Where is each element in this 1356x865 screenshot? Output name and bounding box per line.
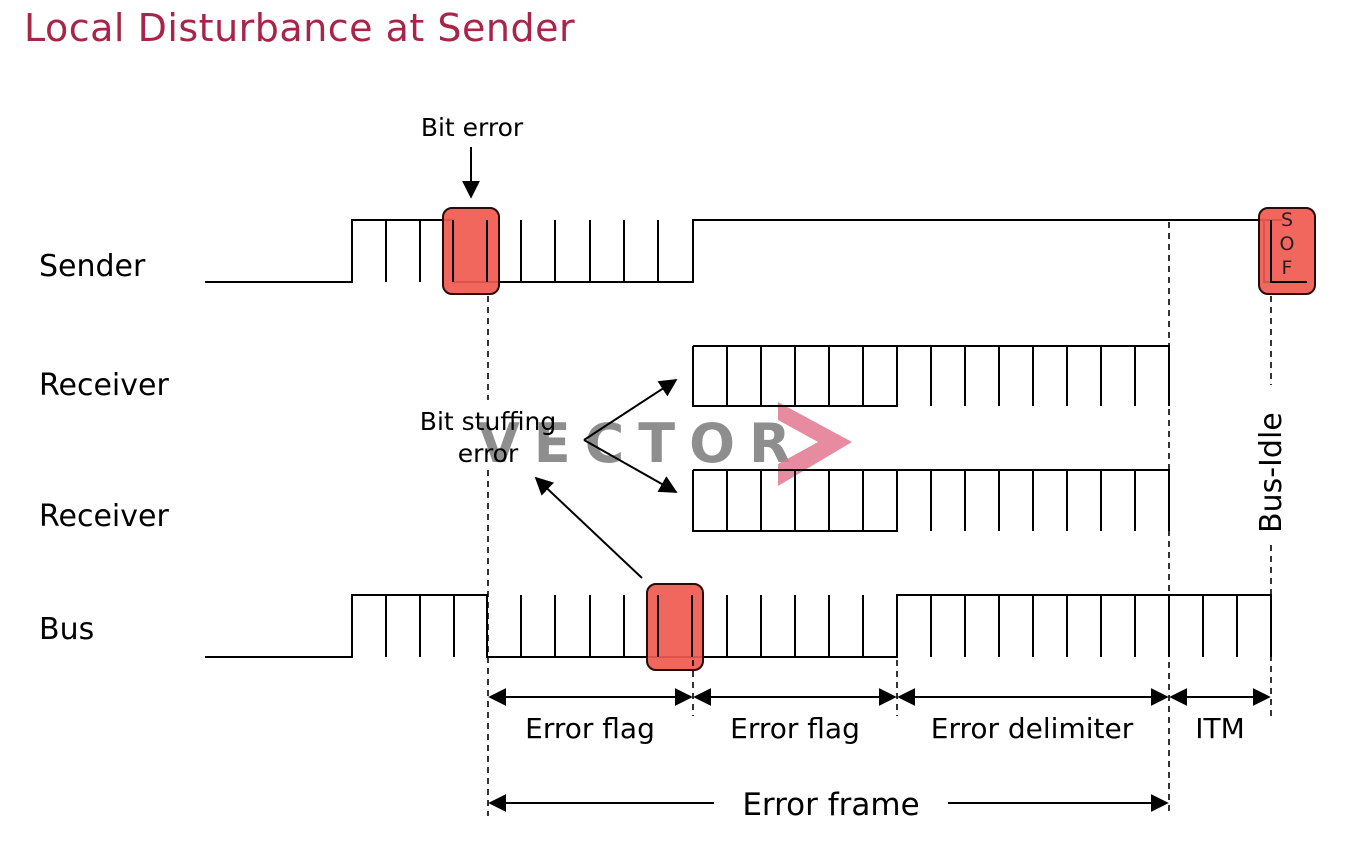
arrow-to-receiver-2 <box>583 439 678 493</box>
sof-letter-s: S <box>1281 209 1293 231</box>
row-label-receiver-2: Receiver <box>39 499 169 534</box>
receiver-1-signal <box>692 345 1170 407</box>
row-label-sender: Sender <box>39 249 146 284</box>
segment-itm: ITM <box>1195 712 1245 745</box>
segment-error-delimiter: Error delimiter <box>931 712 1134 745</box>
sender-signal <box>205 219 1307 283</box>
receiver-2-signal <box>692 469 1170 532</box>
bus-stuff-error-edge <box>657 595 693 657</box>
bit-error-label: Bit error <box>421 113 524 142</box>
bit-stuffing-error-label-line2: error <box>458 439 519 468</box>
bus-signal <box>205 594 1272 658</box>
sof-letter-f: F <box>1282 257 1293 279</box>
chevron-right-icon <box>778 402 852 486</box>
page-title: Local Disturbance at Sender <box>24 6 576 50</box>
row-label-receiver-1: Receiver <box>39 368 169 403</box>
vector-watermark: VECTOR <box>478 402 852 486</box>
sof-edge <box>1270 220 1307 283</box>
bus-idle-label: Bus-Idle <box>1254 412 1289 533</box>
watermark-text: VECTOR <box>478 412 805 475</box>
arrow-to-receiver-1 <box>583 379 678 441</box>
bit-stuffing-error-label-line1: Bit stuffing <box>420 407 556 436</box>
dashed-guides <box>487 222 1272 816</box>
row-label-bus: Bus <box>39 612 94 647</box>
arrow-from-bus-error <box>534 476 643 579</box>
segment-error-flag-2: Error flag <box>730 712 860 745</box>
bus-stuff-error-highlight <box>646 583 704 671</box>
sof-letter-o: O <box>1280 233 1295 255</box>
sender-bit-error-edge <box>452 220 488 282</box>
segment-error-flag-1: Error flag <box>525 712 655 745</box>
error-frame-label: Error frame <box>742 787 919 823</box>
sof-highlight <box>1258 207 1316 295</box>
sender-bit-error-highlight <box>442 207 500 295</box>
